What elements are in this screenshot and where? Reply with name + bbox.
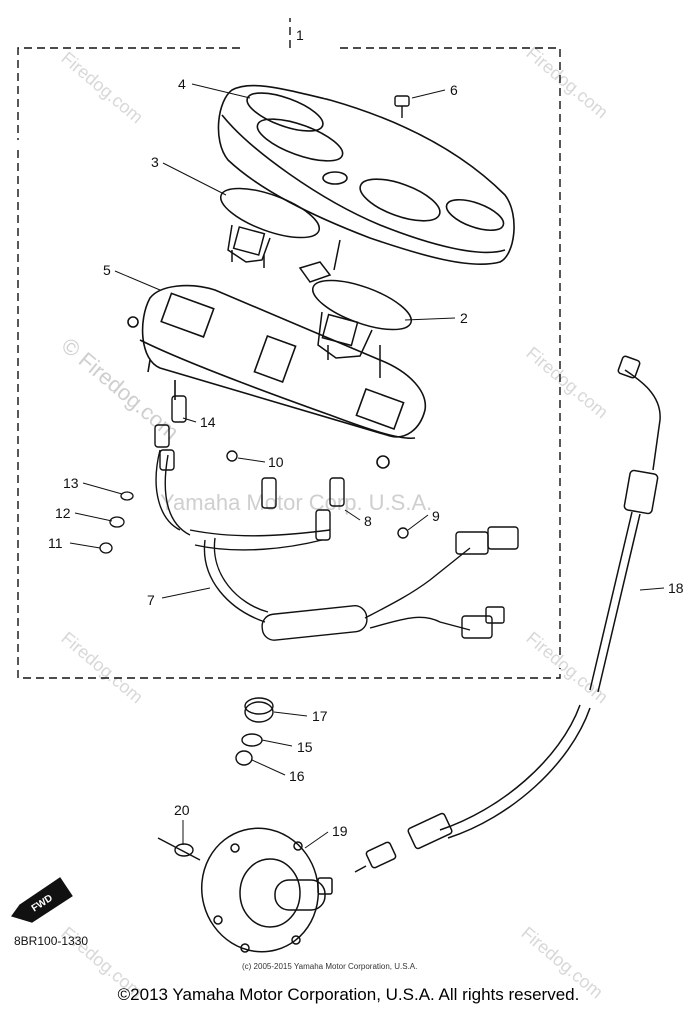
- callout-15: 15: [297, 739, 313, 755]
- callout-18: 18: [668, 580, 684, 596]
- meter-cover: [217, 84, 515, 265]
- small-nuts: [99, 491, 134, 554]
- callout-7: 7: [147, 592, 155, 608]
- assembly-boundary: [17, 18, 561, 679]
- callout-2: 2: [460, 310, 468, 326]
- watermark: Firedog.com: [57, 628, 146, 708]
- diagram-reference-code: 8BR100-1330: [14, 934, 89, 948]
- pin-part-20: [157, 837, 201, 861]
- callout-16: 16: [289, 768, 305, 784]
- watermark-layer: Firedog.com Firedog.com Firedog.com Fire…: [57, 43, 612, 1003]
- watermark: Firedog.com: [522, 43, 611, 123]
- callout-4: 4: [178, 76, 186, 92]
- callout-9: 9: [432, 508, 440, 524]
- tachometer-part-3: [219, 187, 321, 268]
- speedo-cable-part-18: [354, 355, 661, 873]
- watermark-copyright: © Firedog.com: [57, 333, 184, 445]
- callout-11: 11: [48, 535, 63, 551]
- callout-17: 17: [312, 708, 328, 724]
- callout-1: 1: [296, 27, 304, 43]
- bulb-sockets: [154, 395, 409, 541]
- callout-3: 3: [151, 154, 159, 170]
- image-credit: (c) 2005-2015 Yamaha Motor Corporation, …: [242, 962, 418, 971]
- watermark-center: Yamaha Motor Corp. U.S.A.: [160, 490, 432, 515]
- callout-6: 6: [450, 82, 458, 98]
- watermark: Firedog.com: [57, 48, 146, 128]
- callout-10: 10: [268, 454, 284, 470]
- copyright-notice: ©2013 Yamaha Motor Corporation, U.S.A. A…: [117, 985, 580, 1004]
- callout-labels: 4 6 3 2 5 14 10 9 8 13 12 11 7 17 15 16 …: [48, 76, 684, 839]
- callout-14: 14: [200, 414, 216, 430]
- leader-lines: [69, 83, 665, 849]
- fwd-arrow-icon: FWD: [11, 877, 73, 923]
- grommets: [235, 697, 274, 766]
- callout-13: 13: [63, 475, 79, 491]
- speedo-gear-part-19: [200, 827, 333, 953]
- watermark: Firedog.com: [522, 628, 611, 708]
- callout-5: 5: [103, 262, 111, 278]
- watermark: Firedog.com: [522, 343, 611, 423]
- callout-12: 12: [55, 505, 71, 521]
- speedometer-part-2: [298, 239, 413, 378]
- callout-8: 8: [364, 513, 372, 529]
- meter-case-part-5: [127, 284, 427, 469]
- callout-19: 19: [332, 823, 348, 839]
- wire-harness-part-7: [155, 449, 519, 641]
- callout-20: 20: [174, 802, 190, 818]
- screw-part-6: [394, 95, 410, 118]
